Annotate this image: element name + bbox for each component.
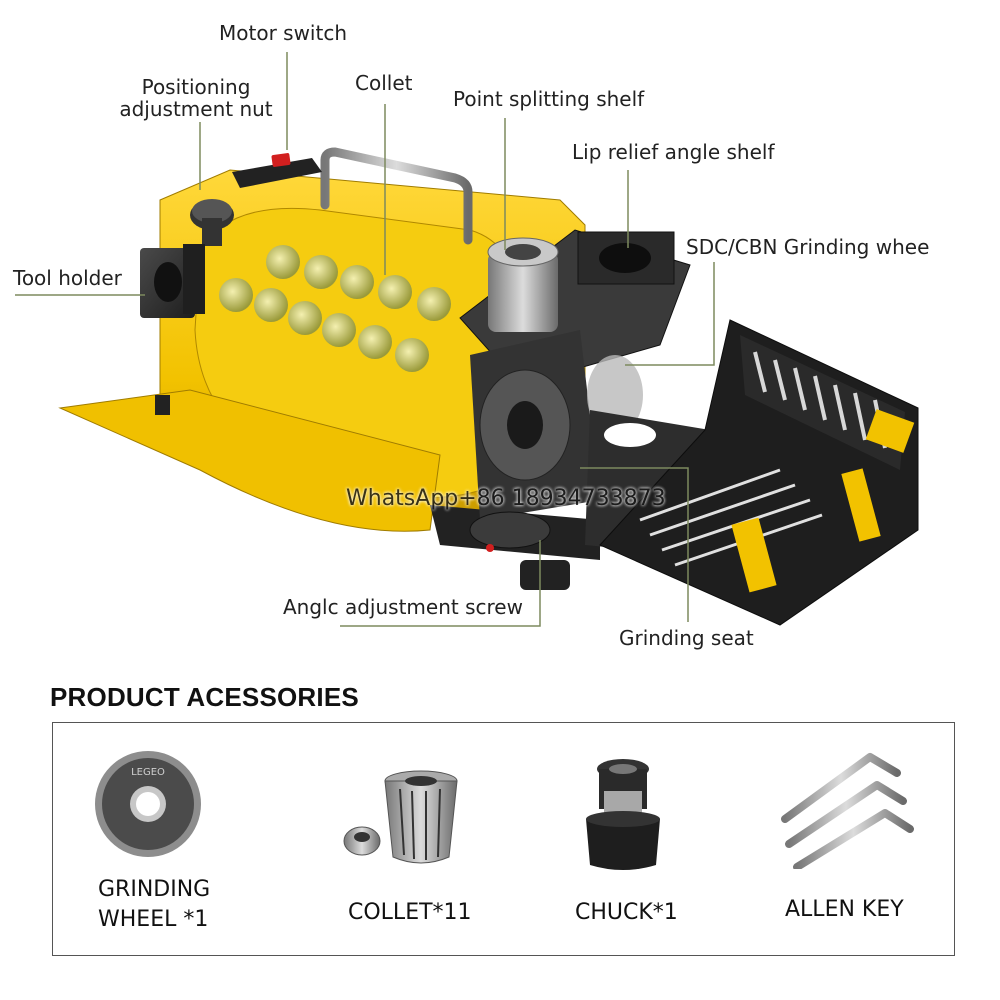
callout-positioning-nut-line1: Positioning	[141, 75, 251, 99]
tool-holder	[140, 244, 205, 318]
accessory-label-collet: COLLET*11	[348, 900, 472, 925]
chuck-icon	[586, 759, 660, 870]
accessory-label-grinding-wheel: GRINDING WHEEL *1	[98, 875, 210, 934]
collet-icon	[343, 770, 458, 864]
callout-lines	[15, 52, 715, 627]
carry-handle	[320, 147, 473, 245]
accessory-label-line1: GRINDING	[98, 877, 211, 902]
callout-positioning-nut: Positioning adjustment nut	[112, 76, 280, 120]
callout-point-splitting-shelf: Point splitting shelf	[453, 87, 645, 111]
accessory-label-allen-key: ALLEN KEY	[785, 897, 904, 922]
callout-grinding-wheel: SDC/CBN Grinding whee	[686, 235, 930, 259]
accessories-title: PRODUCT ACESSORIES	[50, 682, 359, 712]
accessory-label-line2: WHEEL *1	[98, 906, 209, 932]
motor-switch	[232, 153, 322, 188]
grinding-wheel-icon: LEGEO	[95, 751, 201, 857]
wheel-brand-text: LEGEO	[131, 767, 165, 778]
callout-motor-switch: Motor switch	[219, 21, 347, 45]
drill-grinder-machine-illustration	[15, 52, 919, 627]
callout-angle-adjustment-screw: Anglc adjustment screw	[283, 595, 523, 619]
accessories-panel: LEGEO GRINDING WHEEL *1 COLLET*11 CHUCK*…	[52, 722, 955, 956]
dust-tray	[599, 319, 919, 626]
lip-relief-angle-shelf	[577, 231, 675, 285]
machine-body	[58, 169, 600, 560]
whatsapp-watermark: WhatsApp+86 18934733873	[346, 486, 666, 511]
callout-grinding-seat: Grinding seat	[619, 626, 754, 650]
positioning-adjustment-nut	[190, 199, 234, 246]
angle-adjustment-screw	[469, 511, 570, 590]
callout-collet: Collet	[355, 71, 413, 95]
allen-key-icon	[781, 753, 914, 869]
callout-positioning-nut-line2: adjustment nut	[119, 97, 273, 121]
callout-lip-relief-angle-shelf: Lip relief angle shelf	[572, 140, 775, 164]
accessory-label-chuck: CHUCK*1	[575, 900, 678, 925]
collet-set	[219, 245, 451, 372]
callout-tool-holder: Tool holder	[13, 266, 122, 290]
